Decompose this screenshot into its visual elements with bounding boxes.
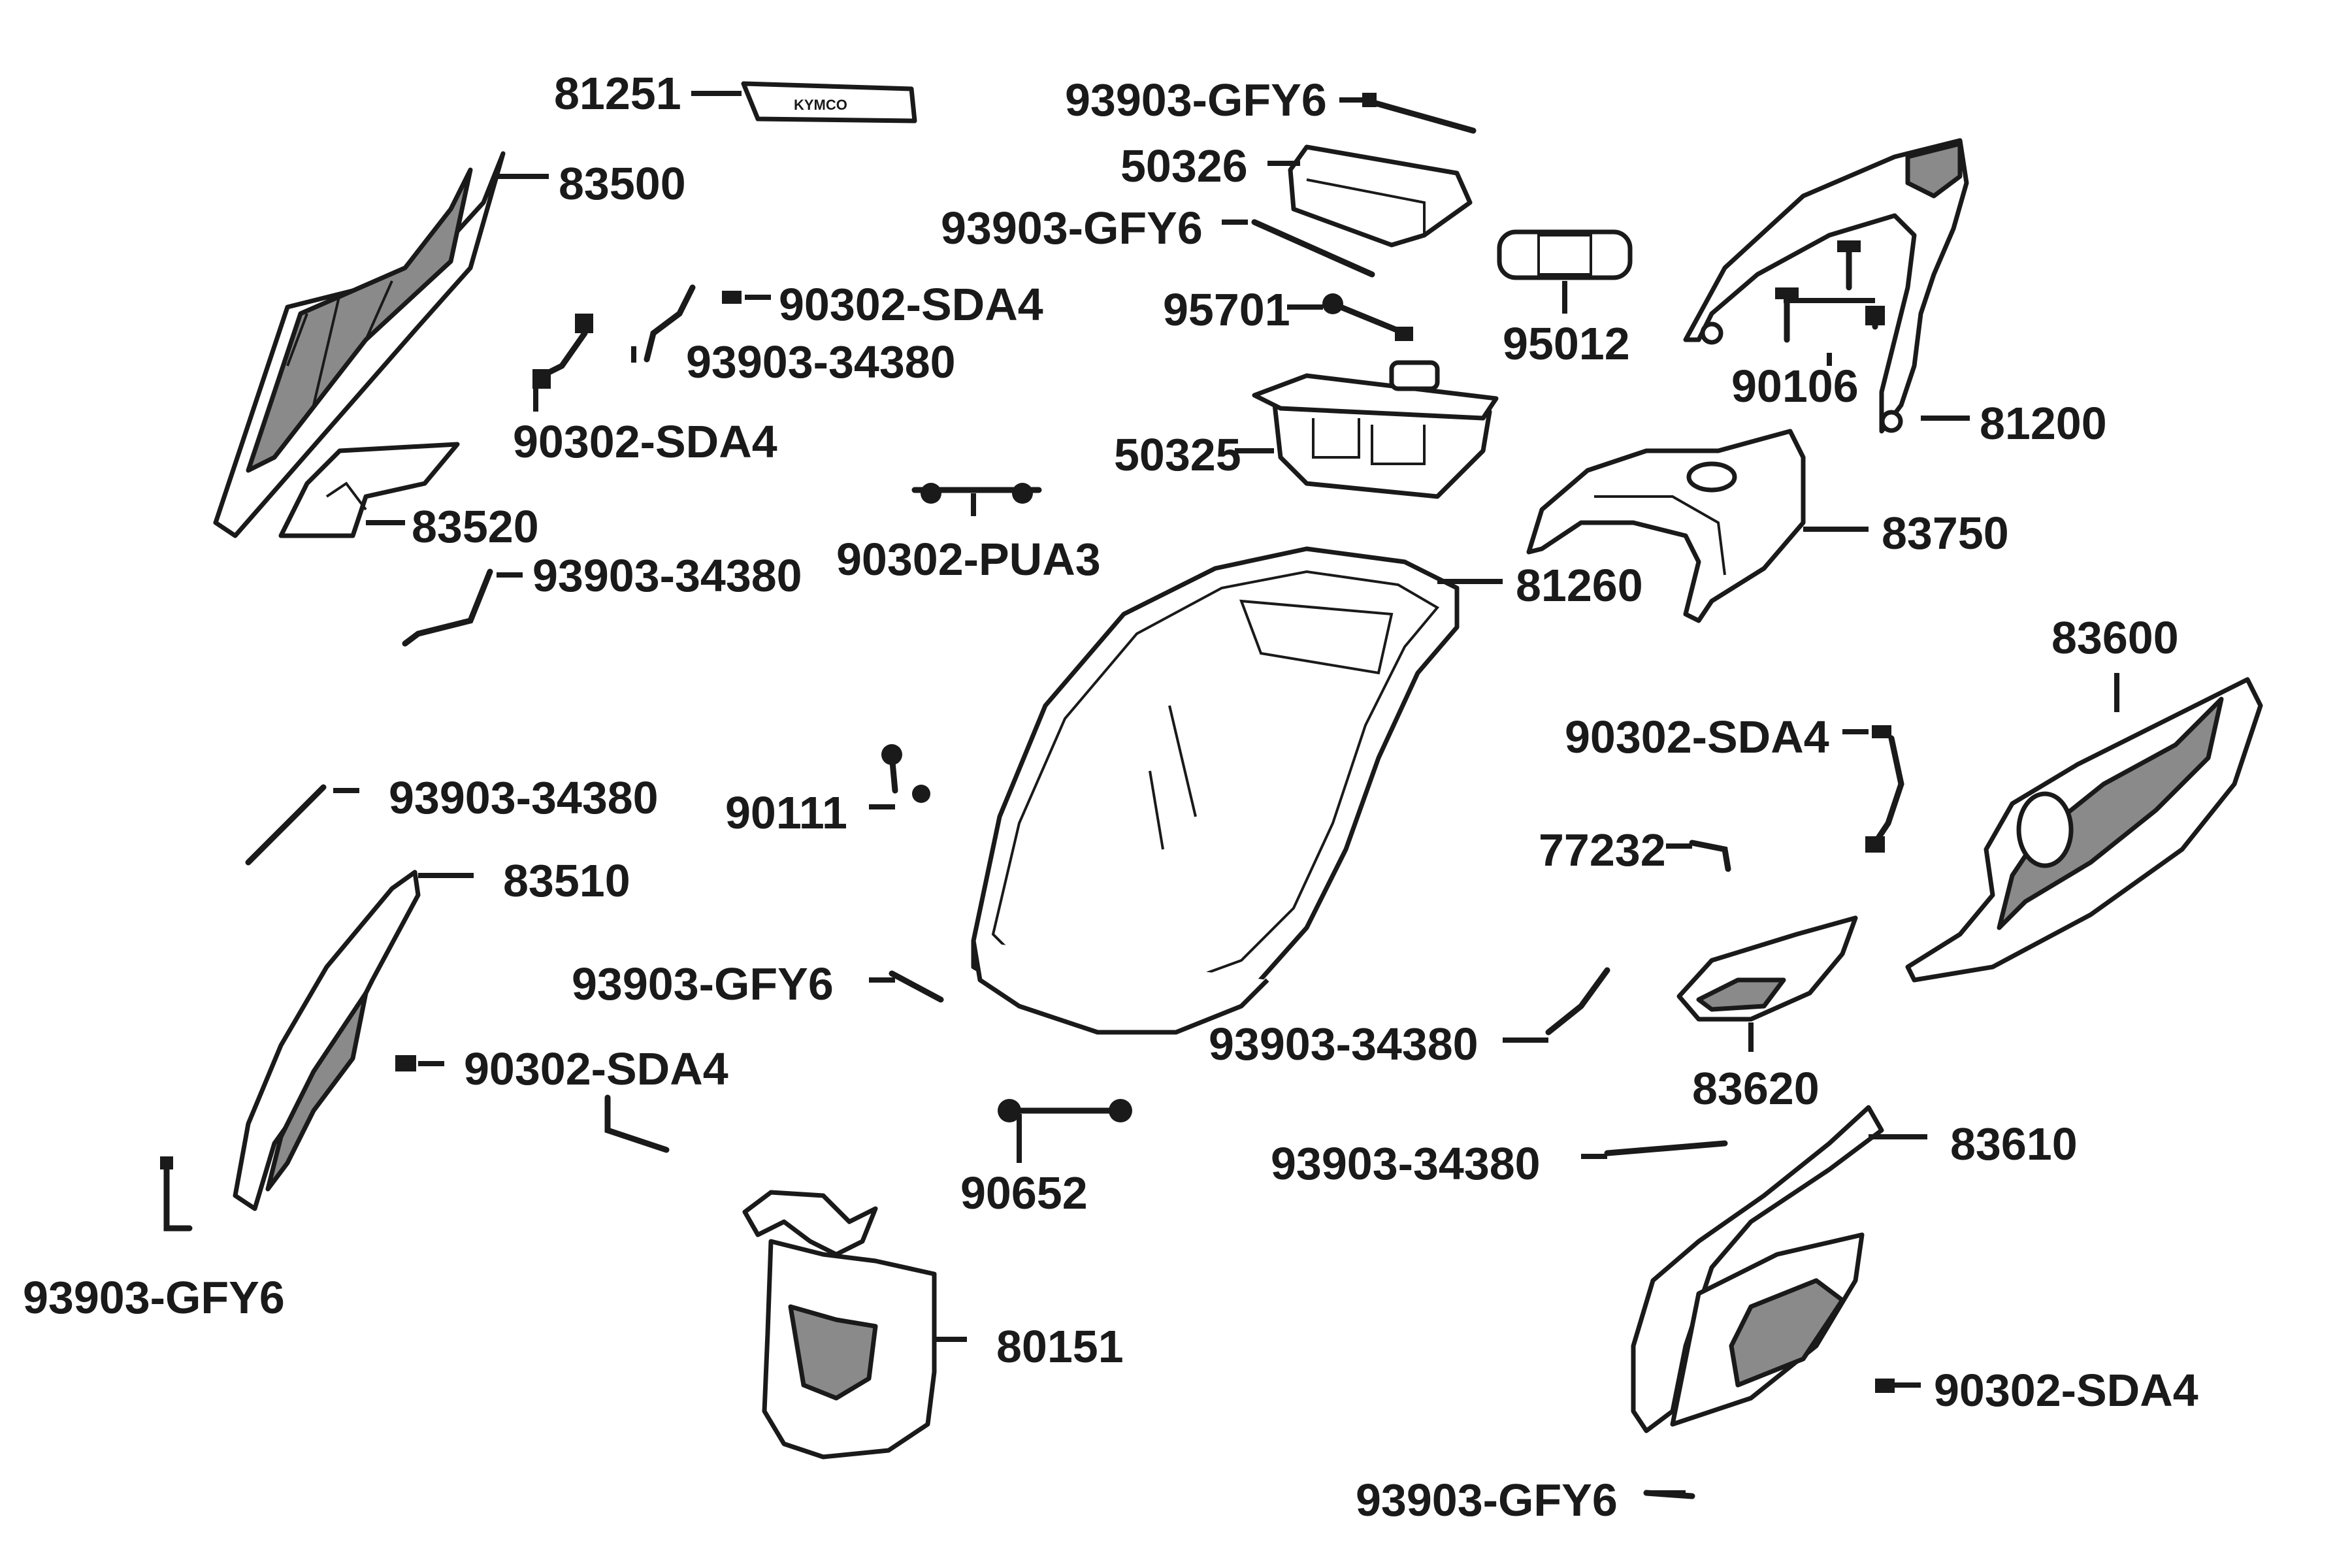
part-83610-side-cover-right-lower (1631, 1105, 1884, 1433)
part-83600-side-cover-right (1905, 677, 2263, 983)
label-90302-sda4-e: 90302-SDA4 (1934, 1365, 2198, 1416)
part-81200-grab-rail (1683, 138, 1969, 434)
label-93903-34380-d: 93903-34380 (389, 772, 659, 823)
label-90302-sda4-b: 90302-SDA4 (513, 416, 777, 467)
part-83750-rear-cover-upper (1526, 429, 1806, 623)
label-83520: 83520 (412, 501, 539, 552)
part-81260-helmet-box (971, 546, 1460, 1035)
label-83620: 83620 (1692, 1063, 1820, 1114)
part-80151-inner-front-panel (742, 1190, 937, 1460)
part-labels: 81251 83500 90302-SDA4 93903-34380 90302… (23, 68, 2198, 1526)
label-50325: 50325 (1114, 429, 1241, 480)
label-90111: 90111 (725, 787, 847, 838)
label-90302-sda4-c: 90302-SDA4 (1565, 711, 1829, 762)
emblem-text: KYMCO (794, 97, 847, 113)
label-77232: 77232 (1539, 825, 1666, 875)
label-81251: 81251 (554, 68, 681, 119)
label-83610: 83610 (1950, 1119, 2078, 1169)
part-50325-battery-box (1252, 360, 1499, 499)
label-83600: 83600 (2051, 612, 2179, 663)
label-93903-gfy6-e: 93903-GFY6 (1356, 1475, 1618, 1526)
label-93903-34380-b: 93903-34380 (532, 550, 802, 601)
part-83520-inner-panel-left (278, 442, 460, 538)
label-83510: 83510 (503, 855, 630, 906)
label-93903-gfy6-c: 93903-GFY6 (572, 958, 834, 1009)
label-81260: 81260 (1516, 560, 1643, 611)
label-50326: 50326 (1120, 140, 1248, 191)
label-80151: 80151 (996, 1321, 1124, 1372)
label-93903-34380-a: 93903-34380 (686, 336, 956, 387)
label-93903-34380-c: 93903-34380 (1209, 1019, 1478, 1070)
label-95701: 95701 (1163, 284, 1290, 335)
label-90652: 90652 (960, 1168, 1088, 1218)
label-90302-pua3: 90302-PUA3 (836, 534, 1101, 585)
label-90106: 90106 (1731, 361, 1859, 412)
label-81200: 81200 (1980, 398, 2107, 449)
label-90302-sda4-a: 90302-SDA4 (779, 279, 1043, 330)
label-83750: 83750 (1882, 508, 2009, 559)
part-83510-side-cover-left (233, 870, 421, 1211)
label-95012: 95012 (1503, 318, 1630, 369)
label-90302-sda4-d: 90302-SDA4 (464, 1043, 728, 1094)
part-95012-rubber-strap (1497, 229, 1633, 280)
part-83500-front-cover-left (213, 151, 506, 538)
label-93903-gfy6-d: 93903-GFY6 (23, 1272, 285, 1323)
label-83500: 83500 (559, 158, 686, 209)
label-93903-gfy6-a: 93903-GFY6 (1065, 74, 1327, 125)
part-83620-inner-panel-right (1676, 915, 1858, 1022)
leader-lines (333, 91, 2119, 1495)
part-81251-emblem: KYMCO (741, 81, 917, 123)
fasteners (160, 93, 1904, 1499)
label-93903-gfy6-b: 93903-GFY6 (941, 203, 1203, 253)
label-93903-34380-e: 93903-34380 (1271, 1138, 1541, 1189)
part-50326-battery-cover (1288, 144, 1473, 248)
